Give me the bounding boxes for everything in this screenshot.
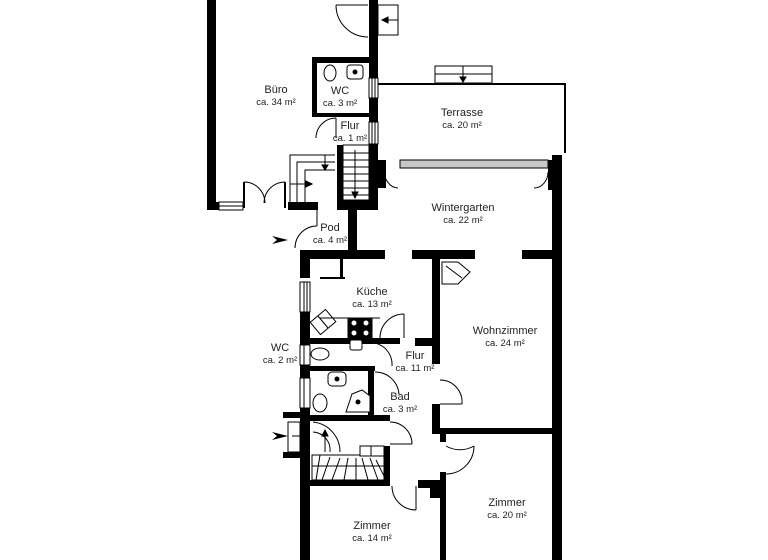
room-label-wc-lower: WC ca. 2 m²: [262, 342, 298, 366]
walls: [207, 0, 566, 560]
toilet-icon: [323, 64, 337, 82]
room-label-kueche: Küche ca. 13 m²: [352, 286, 392, 310]
room-label-bad: Bad ca. 3 m²: [382, 391, 418, 415]
room-label-pod: Pod ca. 4 m²: [312, 222, 348, 246]
room-label-wohnzimmer: Wohnzimmer ca. 24 m²: [472, 325, 538, 349]
entrance-arrow-icon: [272, 432, 288, 440]
toilet-icon: [310, 347, 330, 361]
room-label-flur-small: Flur ca. 1 m²: [332, 120, 368, 144]
room-label-wintergarten: Wintergarten ca. 22 m²: [431, 202, 495, 226]
room-label-zimmer-large: Zimmer ca. 20 m²: [487, 497, 527, 521]
toilet-icon: [312, 393, 328, 413]
entrance-markers: [272, 236, 304, 453]
entrance-arrow-icon: [272, 236, 288, 244]
room-label-wc-upper: WC ca. 3 m²: [322, 85, 358, 109]
room-label-buero: Büro ca. 34 m²: [256, 84, 296, 108]
room-label-flur-main: Flur ca. 11 m²: [395, 350, 435, 374]
room-label-terrasse: Terrasse ca. 20 m²: [440, 107, 484, 131]
fixtures: [309, 64, 471, 413]
kitchen-sink-icon: [309, 308, 337, 336]
sink-icon: [349, 339, 363, 351]
room-label-zimmer-small: Zimmer ca. 14 m²: [352, 520, 392, 544]
doors: [243, 4, 549, 511]
